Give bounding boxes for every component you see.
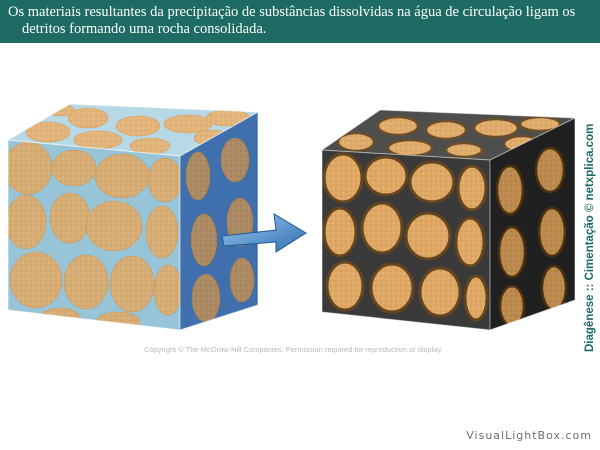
caption-line-1: Os materiais resultantes da precipitação… xyxy=(8,4,598,21)
caption-banner: Os materiais resultantes da precipitação… xyxy=(0,0,600,43)
loose-sediment-block xyxy=(0,95,270,340)
side-caption: Diagênese :: Cimentação © netxplica.com xyxy=(584,122,596,352)
cemented-rock-block xyxy=(315,100,585,340)
caption-line-2: detritos formando uma rocha consolidada. xyxy=(8,21,598,38)
caption-text: Os materiais resultantes da precipitação… xyxy=(8,4,598,38)
watermark-text: VisualLightBox.com xyxy=(466,429,592,442)
copyright-notice: Copyright © The McGraw-Hill Companies. P… xyxy=(144,345,443,354)
